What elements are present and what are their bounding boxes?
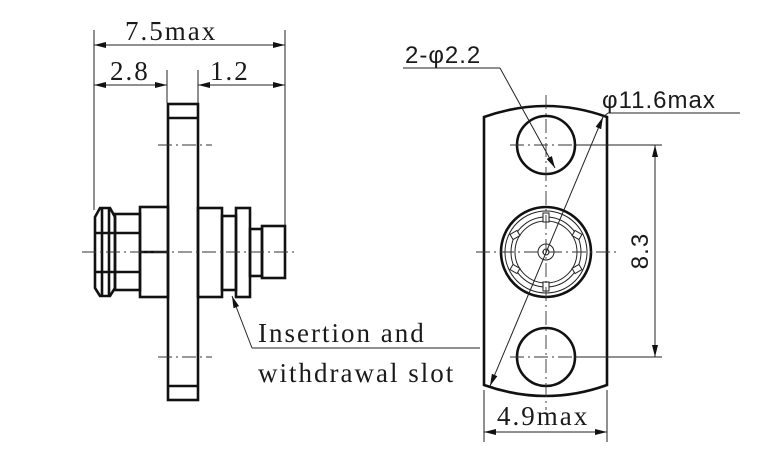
- holes-label: 2-φ2.2: [405, 42, 481, 69]
- side-view: 7.5max 2.8 1.2: [82, 16, 480, 402]
- overall-length-label: 7.5max: [125, 16, 217, 46]
- front-connector: [196, 206, 287, 299]
- right-length-label: 1.2: [210, 56, 250, 86]
- left-length-label: 2.8: [110, 56, 150, 86]
- callout-line-1: Insertion and: [258, 318, 426, 348]
- width-label: 4.9max: [497, 401, 589, 431]
- flange-outline: [482, 104, 609, 398]
- front-view: 8.3 φ11.6max 2-φ2.2 4.9max: [403, 42, 740, 442]
- callout-line-2: withdrawal slot: [258, 358, 455, 388]
- diameter-label: φ11.6max: [602, 87, 716, 114]
- hole-spacing-label: 8.3: [627, 233, 654, 269]
